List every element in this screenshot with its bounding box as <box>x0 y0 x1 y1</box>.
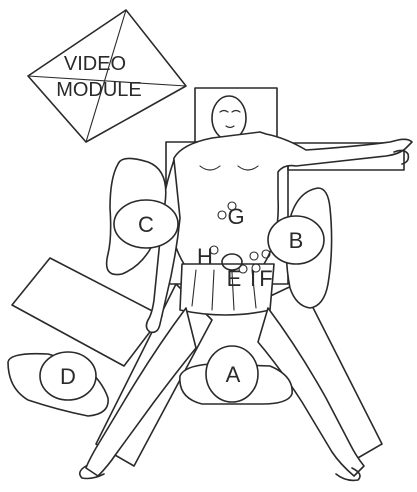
label-g: G <box>227 204 244 229</box>
video-module-line1: VIDEO <box>64 53 126 75</box>
label-c: C <box>138 212 154 237</box>
video-module-line2: MODULE <box>56 79 142 101</box>
side-cart <box>12 258 162 366</box>
video-module: VIDEO MODULE <box>28 10 186 142</box>
label-b: B <box>289 228 304 253</box>
position-d: D <box>8 352 108 416</box>
label-a: A <box>226 362 241 387</box>
label-h: H <box>197 244 213 269</box>
label-f: F <box>259 266 272 291</box>
label-d: D <box>60 364 76 389</box>
label-e: E <box>227 266 242 291</box>
label-i: I <box>250 266 256 291</box>
patient <box>80 96 412 480</box>
